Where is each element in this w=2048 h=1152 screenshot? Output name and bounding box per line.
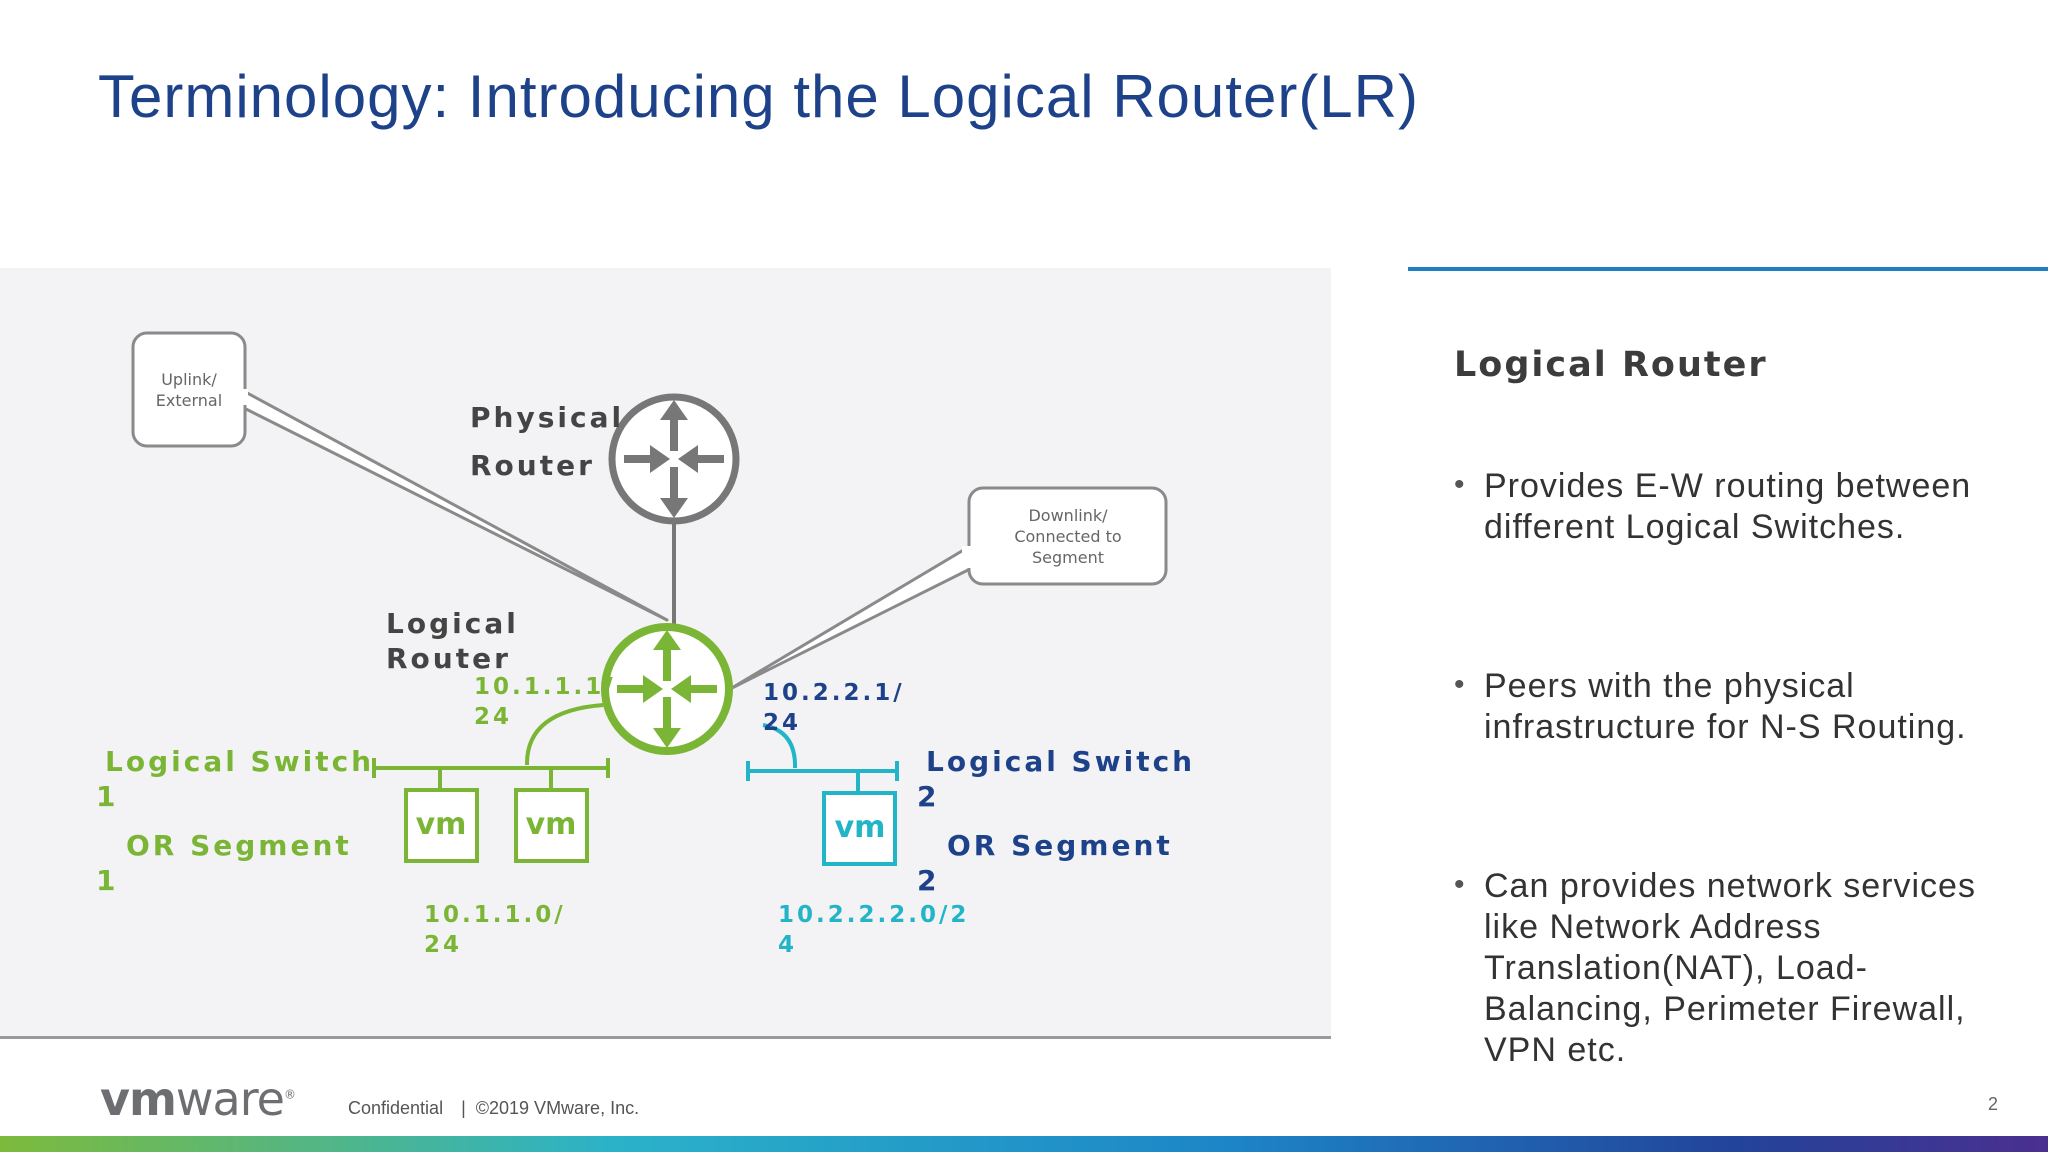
logical-switch-1-bar — [372, 758, 610, 790]
segment1-label-2: 1 — [96, 864, 115, 897]
downlink-callout-line-2: Connected to — [1014, 527, 1121, 546]
brand-gradient-bar — [0, 1136, 2048, 1152]
switch1-label-2: 1 — [96, 780, 115, 813]
footer-text: Confidential | ©2019 VMware, Inc. — [348, 1098, 639, 1119]
subnet2-label-1: 10.2.2.2.0/2 — [778, 902, 969, 928]
logical-router-label-1: Logical — [386, 607, 519, 640]
copyright-label: ©2019 VMware, Inc. — [475, 1098, 640, 1118]
logo-bold: vm — [100, 1072, 177, 1126]
bullet-text: Provides E-W routing between different L… — [1484, 467, 1972, 546]
uplink-callout-line-2: External — [156, 391, 222, 410]
logical-router-label-2: Router — [386, 642, 511, 675]
vm-icon: vm — [822, 791, 897, 866]
vm-icon: vm — [514, 788, 589, 863]
logical-switch-2-bar — [746, 761, 899, 793]
bullet-item: • Peers with the physical infrastructure… — [1454, 666, 2014, 748]
downlink-callout-line-1: Downlink/ — [1028, 506, 1108, 525]
slide-title: Terminology: Introducing the Logical Rou… — [98, 63, 1419, 130]
vm-1-label: vm — [416, 807, 467, 842]
router-ip-left-2: 24 — [474, 704, 512, 730]
side-panel-rule — [1408, 267, 2048, 271]
page-number: 2 — [1988, 1094, 1999, 1114]
router-ip-left-1: 10.1.1.1/ — [474, 674, 616, 700]
router-ip-right-2: 24 — [763, 710, 801, 736]
bullet-dot-icon: • — [1454, 668, 1466, 701]
segment1-label-1: OR Segment — [126, 829, 352, 862]
logo-rest: ware — [175, 1072, 285, 1126]
downlink-callout-line-3: Segment — [1032, 548, 1104, 567]
switch2-label-1: Logical Switch — [926, 745, 1195, 778]
logical-router-icon — [601, 623, 733, 755]
side-panel-heading: Logical Router — [1454, 345, 1768, 385]
confidential-label: Confidential — [348, 1098, 444, 1118]
segment2-label-1: OR Segment — [947, 829, 1173, 862]
bullet-item: • Can provides network services like Net… — [1454, 866, 2014, 1071]
footer-separator: | — [461, 1098, 466, 1118]
segment2-label-2: 2 — [917, 864, 936, 897]
downlink-callout: Downlink/ Connected to Segment — [728, 486, 1168, 691]
bullet-dot-icon: • — [1454, 868, 1466, 901]
network-diagram: Uplink/ External Downlink/ Connected to … — [96, 331, 1195, 958]
bullet-item: • Provides E-W routing between different… — [1454, 466, 2014, 548]
logo-registered-mark: ® — [283, 1087, 296, 1102]
uplink-callout: Uplink/ External — [131, 331, 669, 622]
physical-router-icon — [608, 393, 740, 525]
vm-2-label: vm — [526, 807, 577, 842]
uplink-callout-line-1: Uplink/ — [161, 370, 217, 389]
vmware-logo: vmware® — [100, 1072, 296, 1126]
switch2-link — [762, 723, 798, 769]
subnet1-label-1: 10.1.1.0/ — [424, 902, 566, 928]
subnet2-label-2: 4 — [778, 932, 797, 958]
vm-3-label: vm — [835, 810, 886, 845]
router-ip-right-1: 10.2.2.1/ — [763, 680, 905, 706]
subnet1-label-2: 24 — [424, 932, 462, 958]
vm-icon: vm — [404, 788, 479, 863]
bullet-text: Peers with the physical infrastructure f… — [1484, 667, 1967, 746]
switch2-label-2: 2 — [917, 780, 936, 813]
physical-router-label-2: Router — [470, 449, 595, 482]
switch1-label-1: Logical Switch — [105, 745, 374, 778]
bullet-text: Can provides network services like Netwo… — [1484, 867, 1976, 1069]
switch1-link — [524, 703, 604, 766]
bullet-dot-icon: • — [1454, 468, 1466, 501]
physical-router-label-1: Physical — [470, 401, 624, 434]
panel-divider — [0, 1036, 1331, 1039]
